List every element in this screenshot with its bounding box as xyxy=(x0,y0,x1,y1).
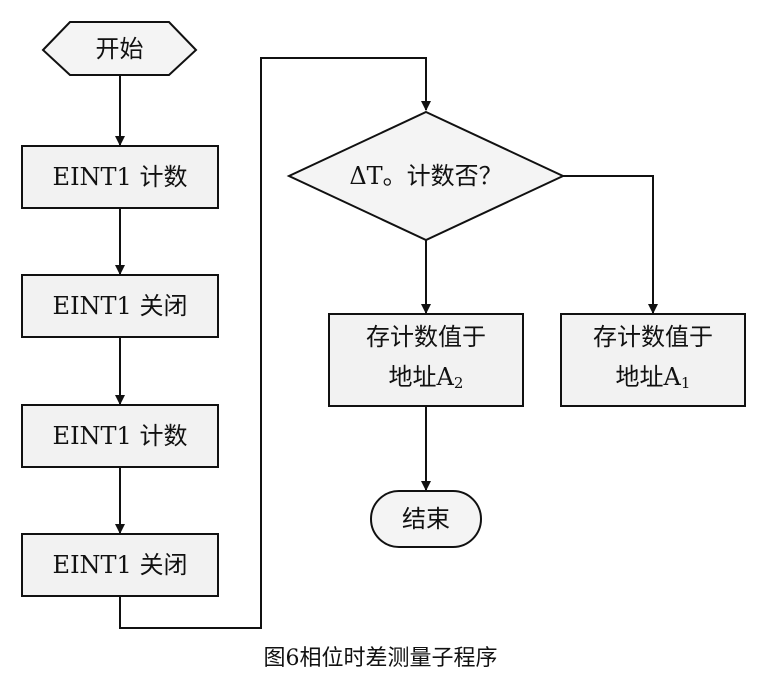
step1-label: EINT1 计数 xyxy=(52,163,188,191)
store-a1-box xyxy=(560,313,746,407)
step2-label: EINT1 关闭 xyxy=(52,292,188,320)
start-label: 开始 xyxy=(95,35,144,63)
step1-box xyxy=(21,145,219,209)
connector-step4-decision xyxy=(119,57,431,629)
store-a2-subscript: 2 xyxy=(453,374,464,392)
store-a2-label-line2: 地址A2 xyxy=(329,362,523,398)
step3-label: EINT1 计数 xyxy=(52,422,188,450)
step4-box xyxy=(21,533,219,597)
step4-label: EINT1 关闭 xyxy=(52,551,188,579)
decision-label-suffix: 。计数否？ xyxy=(382,162,503,190)
arrow-decision-store-a1 xyxy=(563,175,658,314)
end-node-shape xyxy=(370,490,482,548)
start-node-shape xyxy=(41,21,198,76)
store-a2-address: 地址A xyxy=(388,363,454,391)
decision-label: ΔT。计数否？ xyxy=(309,161,543,191)
end-label: 结束 xyxy=(402,505,450,533)
figure-caption: 图6相位时差测量子程序 xyxy=(263,646,498,671)
store-a2-label-line1: 存计数值于 xyxy=(366,323,486,351)
store-a1-address: 地址A xyxy=(615,363,681,391)
step3-box xyxy=(21,404,219,468)
store-a1-label-line1: 存计数值于 xyxy=(593,323,713,351)
store-a1-label-line2: 地址A1 xyxy=(561,362,745,398)
store-a2-box xyxy=(328,313,524,407)
decision-label-prefix: ΔT xyxy=(349,162,383,190)
store-a1-subscript: 1 xyxy=(680,374,691,392)
